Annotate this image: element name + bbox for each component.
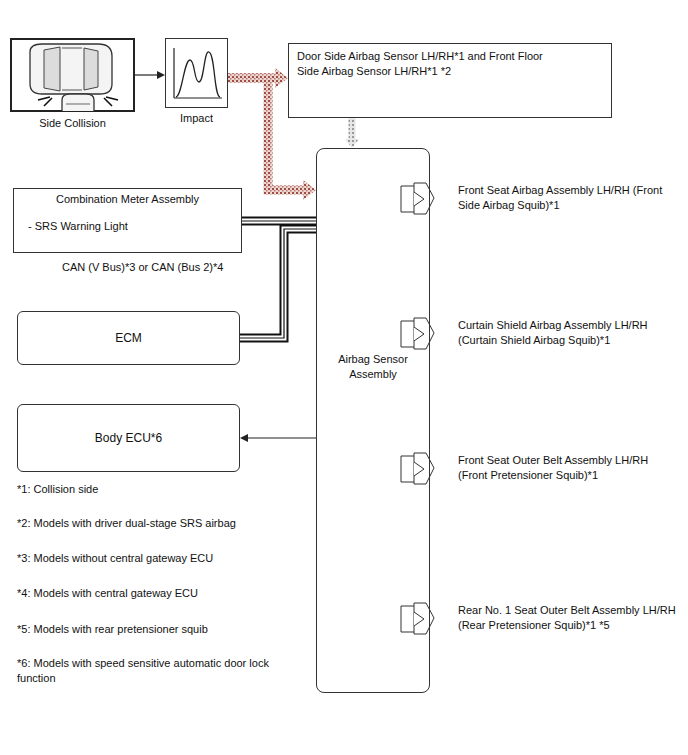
can-bus-line bbox=[240, 229, 316, 338]
ecu-box: ECM bbox=[17, 311, 240, 365]
connector-arrow bbox=[240, 434, 316, 442]
illustration-box: Side Collision bbox=[10, 38, 135, 112]
footnote: *6: Models with speed sensitive automati… bbox=[17, 656, 302, 686]
connector-arrow bbox=[135, 71, 165, 79]
footnote: *1: Collision side bbox=[17, 482, 307, 497]
footnote: *5: Models with rear pretensioner squib bbox=[17, 622, 307, 637]
impact-graph bbox=[174, 48, 222, 98]
bus-label: CAN (V Bus)*3 or CAN (Bus 2)*4 bbox=[62, 260, 292, 275]
caption: Impact bbox=[146, 111, 247, 126]
squib-label: Curtain Shield Airbag Assembly LH/RH (Cu… bbox=[458, 318, 663, 348]
squib-label: Front Seat Outer Belt Assembly LH/RH (Fr… bbox=[458, 453, 663, 483]
ecu-box: Body ECU*6 bbox=[17, 404, 240, 472]
box-item: - SRS Warning Light bbox=[22, 219, 233, 234]
can-bus-line bbox=[242, 221, 316, 222]
airbag-sensor-box: Airbag Sensor Assembly bbox=[316, 148, 430, 693]
squib-label: Rear No. 1 Seat Outer Belt Assembly LH/R… bbox=[458, 603, 680, 633]
meter-box: Combination Meter Assembly - SRS Warning … bbox=[13, 188, 242, 253]
arrow-head bbox=[275, 68, 288, 88]
box-title: Airbag Sensor Assembly bbox=[317, 352, 429, 382]
arrow-head bbox=[345, 139, 359, 148]
footnote: *2: Models with driver dual-stage SRS ai… bbox=[17, 516, 307, 531]
caption: Side Collision bbox=[0, 116, 155, 131]
footnote: *3: Models without central gateway ECU bbox=[17, 551, 307, 566]
sensor-box: Door Side Airbag Sensor LH/RH*1 and Fron… bbox=[288, 43, 612, 118]
connector-arrow bbox=[345, 118, 359, 148]
arrow-head bbox=[303, 180, 316, 200]
box-title: ECM bbox=[115, 330, 142, 346]
graph-box: Impact bbox=[165, 38, 228, 108]
box-title: Combination Meter Assembly bbox=[22, 192, 233, 207]
squib-label: Front Seat Airbag Assembly LH/RH (Front … bbox=[458, 183, 663, 213]
arrow-head bbox=[157, 71, 165, 79]
car-illustration bbox=[11, 39, 134, 111]
box-title: Door Side Airbag Sensor LH/RH*1 and Fron… bbox=[297, 49, 547, 79]
arrow-head bbox=[240, 434, 248, 442]
box-title: Body ECU*6 bbox=[95, 430, 162, 446]
footnote: *4: Models with central gateway ECU bbox=[17, 586, 307, 601]
